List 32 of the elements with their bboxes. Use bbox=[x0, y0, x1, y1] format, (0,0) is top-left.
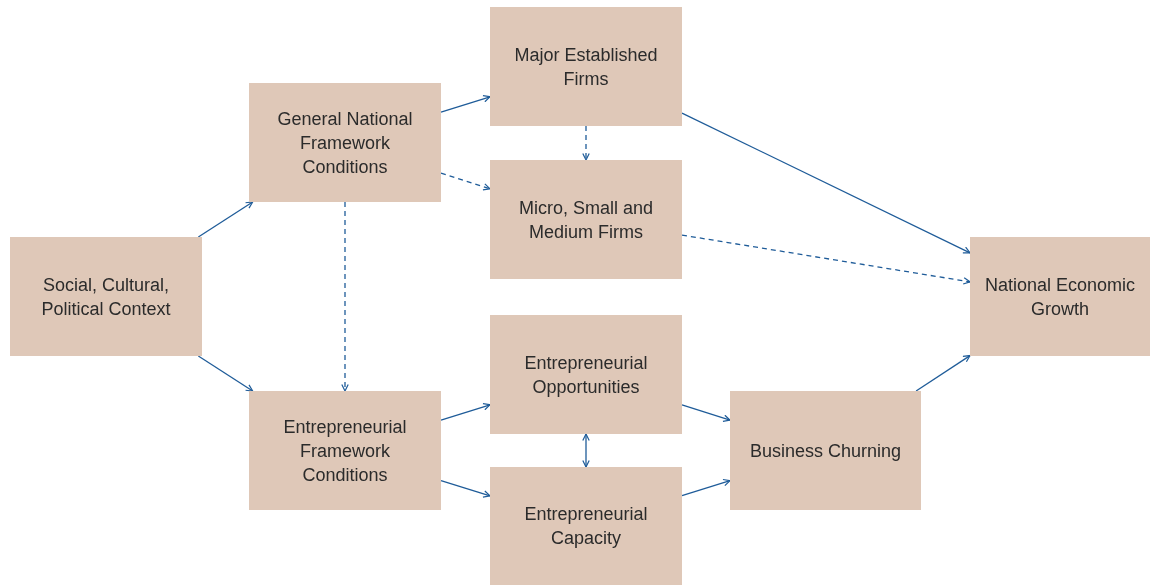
process-box bbox=[249, 83, 441, 202]
arrow bbox=[440, 479, 491, 498]
process-box bbox=[730, 391, 921, 510]
arrow bbox=[582, 125, 590, 161]
arrow bbox=[440, 95, 491, 113]
box-label: Major Established Firms bbox=[513, 43, 659, 91]
process-box bbox=[490, 467, 682, 585]
arrow bbox=[440, 172, 491, 191]
box-label: National Economic Growth bbox=[983, 273, 1137, 321]
arrow bbox=[681, 478, 731, 497]
box-label: Social, Cultural, Political Context bbox=[40, 273, 172, 321]
arrow bbox=[440, 403, 491, 421]
box-label: Entrepreneurial Capacity bbox=[523, 503, 649, 550]
process-box bbox=[490, 7, 682, 126]
arrow bbox=[197, 201, 254, 238]
box-label: Entrepreneurial Framework Conditions bbox=[282, 415, 408, 487]
arrow bbox=[681, 112, 971, 254]
process-box bbox=[970, 237, 1150, 356]
arrow bbox=[582, 433, 590, 468]
box-label: Business Churning bbox=[749, 439, 902, 463]
process-box bbox=[490, 315, 682, 434]
box-label: Entrepreneurial Opportunities bbox=[523, 351, 649, 399]
box-label: Micro, Small and Medium Firms bbox=[517, 196, 654, 244]
arrow bbox=[681, 234, 971, 285]
process-box bbox=[249, 391, 441, 510]
box-label: General National Framework Conditions bbox=[276, 107, 414, 179]
arrow bbox=[341, 201, 349, 392]
arrow bbox=[915, 354, 971, 392]
arrow bbox=[197, 355, 254, 392]
process-box bbox=[490, 160, 682, 279]
arrow bbox=[681, 404, 731, 422]
process-box bbox=[10, 237, 202, 356]
